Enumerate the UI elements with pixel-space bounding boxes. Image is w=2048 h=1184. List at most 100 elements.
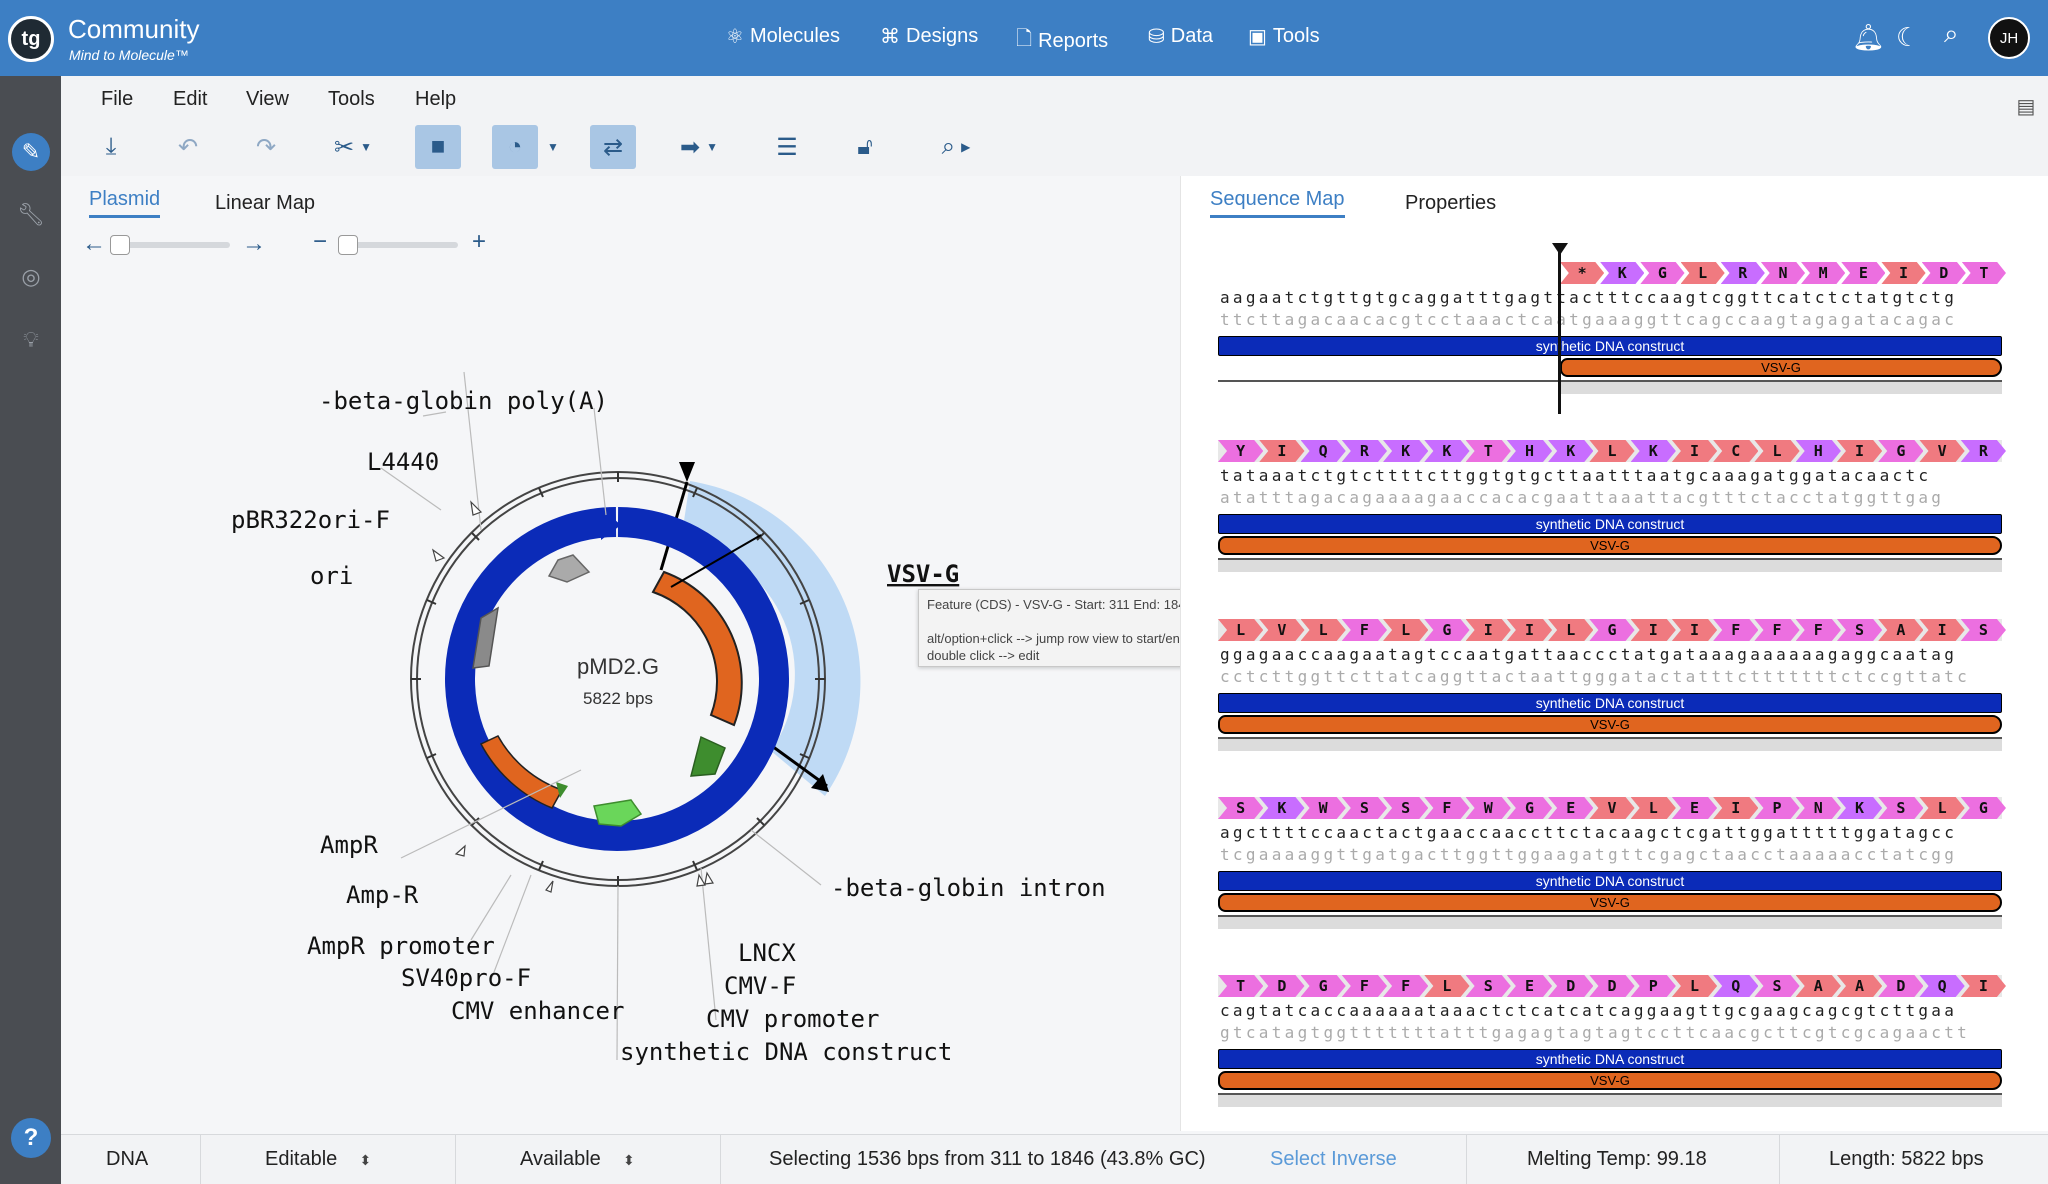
dna-bottom-strand[interactable]: ttcttagacaacacgtcctaaactcaatgaaaggttcagc…	[1220, 310, 1957, 329]
amino-acid[interactable]: F	[1713, 619, 1758, 641]
translation-bar[interactable]: SKWSSFWGEVLEIPNKSLG	[1218, 797, 2002, 819]
translation-bar[interactable]: TDGFFLSEDDPLQSAADQI	[1218, 975, 2002, 997]
amino-acid[interactable]: I	[1881, 262, 1925, 284]
feature-synthetic-dna-construct[interactable]: synthetic DNA construct	[1218, 336, 2002, 356]
amino-acid[interactable]: V	[1589, 797, 1634, 819]
amino-acid[interactable]: K	[1424, 440, 1469, 462]
amino-acid[interactable]: L	[1754, 440, 1799, 462]
amino-acid[interactable]: R	[1342, 440, 1387, 462]
amino-acid[interactable]: D	[1878, 975, 1923, 997]
label-pbr322ori-f[interactable]: pBR322ori-F	[231, 506, 390, 534]
amino-acid[interactable]: D	[1548, 975, 1593, 997]
label-amp-r[interactable]: Amp-R	[346, 881, 419, 909]
translation-bar[interactable]: LVLFLGIILGIIFFFSAIS	[1218, 619, 2002, 641]
avatar[interactable]: JH	[1988, 17, 2030, 59]
feature-synthetic-dna-construct[interactable]: synthetic DNA construct	[1218, 514, 2002, 534]
plasmid-map[interactable]: pMD2.G 5822 bps -beta-globin poly(A) L44…	[61, 300, 1161, 1080]
sequence-row[interactable]: SKWSSFWGEVLEIPNKSLGagcttttccaactactgaacc…	[1218, 797, 2002, 937]
sequence-row[interactable]: YIQRKKTHKLKICLHIGVRtataaatctgtcttttcttgg…	[1218, 440, 2002, 580]
amino-acid[interactable]: R	[1721, 262, 1765, 284]
amino-acid[interactable]: N	[1761, 262, 1805, 284]
amino-acid[interactable]: L	[1383, 619, 1428, 641]
nav-reports[interactable]: 🗋Reports	[1016, 24, 1108, 58]
cut-icon[interactable]: ✂▼	[323, 125, 383, 169]
amino-acid[interactable]: S	[1383, 797, 1428, 819]
zoom-in-icon[interactable]: +	[472, 228, 486, 256]
amino-acid[interactable]: E	[1841, 262, 1885, 284]
dna-bottom-strand[interactable]: cctcttggttcttatcaggttactaattgggatactattt…	[1220, 667, 1970, 686]
amino-acid[interactable]: I	[1259, 440, 1304, 462]
amino-acid[interactable]: I	[1713, 797, 1758, 819]
align-icon[interactable]: ☰	[767, 125, 807, 169]
amino-acid[interactable]: K	[1548, 440, 1593, 462]
dna-top-strand[interactable]: cagtatcaccaaaaaataaactctcatcatcaggaagttg…	[1220, 1001, 1957, 1020]
amino-acid[interactable]: K	[1837, 797, 1882, 819]
bell-icon[interactable]: 🔔︎	[1852, 22, 1885, 53]
zoom-out-icon[interactable]: −	[313, 228, 327, 256]
tab-linear-map[interactable]: Linear Map	[215, 192, 315, 215]
amino-acid[interactable]: E	[1548, 797, 1593, 819]
zoom-slider-handle[interactable]	[338, 235, 358, 255]
amino-acid[interactable]: L	[1301, 619, 1346, 641]
amino-acid[interactable]: W	[1466, 797, 1511, 819]
amino-acid[interactable]: F	[1342, 619, 1387, 641]
panel-toggle-icon[interactable]: ▤	[2011, 84, 2041, 128]
translation-bar[interactable]: YIQRKKTHKLKICLHIGVR	[1218, 440, 2002, 462]
tab-plasmid[interactable]: Plasmid	[89, 188, 160, 218]
amino-acid[interactable]: S	[1754, 975, 1799, 997]
amino-acid[interactable]: N	[1796, 797, 1841, 819]
amino-acid[interactable]: I	[1507, 619, 1552, 641]
amino-acid[interactable]: I	[1961, 975, 2006, 997]
download-icon[interactable]: ⤓	[91, 125, 131, 169]
amino-acid[interactable]: A	[1796, 975, 1841, 997]
amino-acid[interactable]: G	[1301, 975, 1346, 997]
amino-acid[interactable]: K	[1631, 440, 1676, 462]
amino-acid[interactable]: I	[1631, 619, 1676, 641]
rotate-right-icon[interactable]: →	[242, 230, 266, 258]
sequence-row[interactable]: LVLFLGIILGIIFFFSAISggagaaccaagaatagtccaa…	[1218, 619, 2002, 759]
amino-acid[interactable]: Q	[1713, 975, 1758, 997]
amino-acid[interactable]: W	[1301, 797, 1346, 819]
dna-bottom-strand[interactable]: gtcatagtggtttttttatttgagagtagtagtccttcaa…	[1220, 1023, 1970, 1042]
chevron-down-icon[interactable]: ▼	[540, 125, 560, 169]
amino-acid[interactable]: L	[1919, 797, 1964, 819]
amino-acid[interactable]: F	[1342, 975, 1387, 997]
tab-sequence-map[interactable]: Sequence Map	[1210, 188, 1345, 218]
amino-acid[interactable]: A	[1878, 619, 1923, 641]
amino-acid[interactable]: L	[1424, 975, 1469, 997]
amino-acid[interactable]: F	[1424, 797, 1469, 819]
help-button[interactable]: ?	[11, 1118, 51, 1158]
label-lncx[interactable]: LNCX	[738, 939, 796, 967]
rotate-left-icon[interactable]: ←	[82, 230, 106, 258]
nav-tools[interactable]: ▣Tools	[1248, 24, 1320, 49]
amino-acid[interactable]: D	[1922, 262, 1966, 284]
amino-acid[interactable]: I	[1837, 440, 1882, 462]
feature-vsv-g[interactable]: VSV-G	[1218, 715, 2002, 734]
amino-acid[interactable]: L	[1218, 619, 1263, 641]
amino-acid[interactable]: R	[1961, 440, 2006, 462]
tab-properties[interactable]: Properties	[1405, 192, 1496, 215]
amino-acid[interactable]: K	[1383, 440, 1428, 462]
amino-acid[interactable]: K	[1600, 262, 1644, 284]
amino-acid[interactable]: I	[1672, 440, 1717, 462]
sidebar-palette-icon[interactable]: ◎	[12, 258, 50, 296]
feature-synthetic-dna-construct[interactable]: synthetic DNA construct	[1218, 1049, 2002, 1069]
feature-vsv-g[interactable]: VSV-G	[1218, 536, 2002, 555]
status-editable-select[interactable]: Editable ⬍	[265, 1148, 371, 1171]
amino-acid[interactable]: A	[1837, 975, 1882, 997]
label-vsv-g[interactable]: VSV-G	[887, 560, 959, 588]
amino-acid[interactable]: V	[1919, 440, 1964, 462]
sidebar-wrench-icon[interactable]: 🔧︎	[12, 196, 50, 234]
feature-synthetic-dna-construct[interactable]: synthetic DNA construct	[1218, 871, 2002, 891]
amino-acid[interactable]: Y	[1218, 440, 1263, 462]
amino-acid[interactable]: T	[1962, 262, 2006, 284]
amino-acid[interactable]: T	[1466, 440, 1511, 462]
label-ampr[interactable]: AmpR	[320, 831, 378, 859]
dna-top-strand[interactable]: aagaatctgttgtgcaggatttgagttactttccaagtcg…	[1220, 288, 1957, 307]
nav-designs[interactable]: ⌘Designs	[880, 24, 978, 49]
amino-acid[interactable]: S	[1218, 797, 1263, 819]
label-cmv-enhancer[interactable]: CMV enhancer	[451, 997, 624, 1025]
amino-acid[interactable]: F	[1796, 619, 1841, 641]
amino-acid[interactable]: G	[1507, 797, 1552, 819]
sequence-row[interactable]: TDGFFLSEDDPLQSAADQIcagtatcaccaaaaaataaac…	[1218, 975, 2002, 1115]
